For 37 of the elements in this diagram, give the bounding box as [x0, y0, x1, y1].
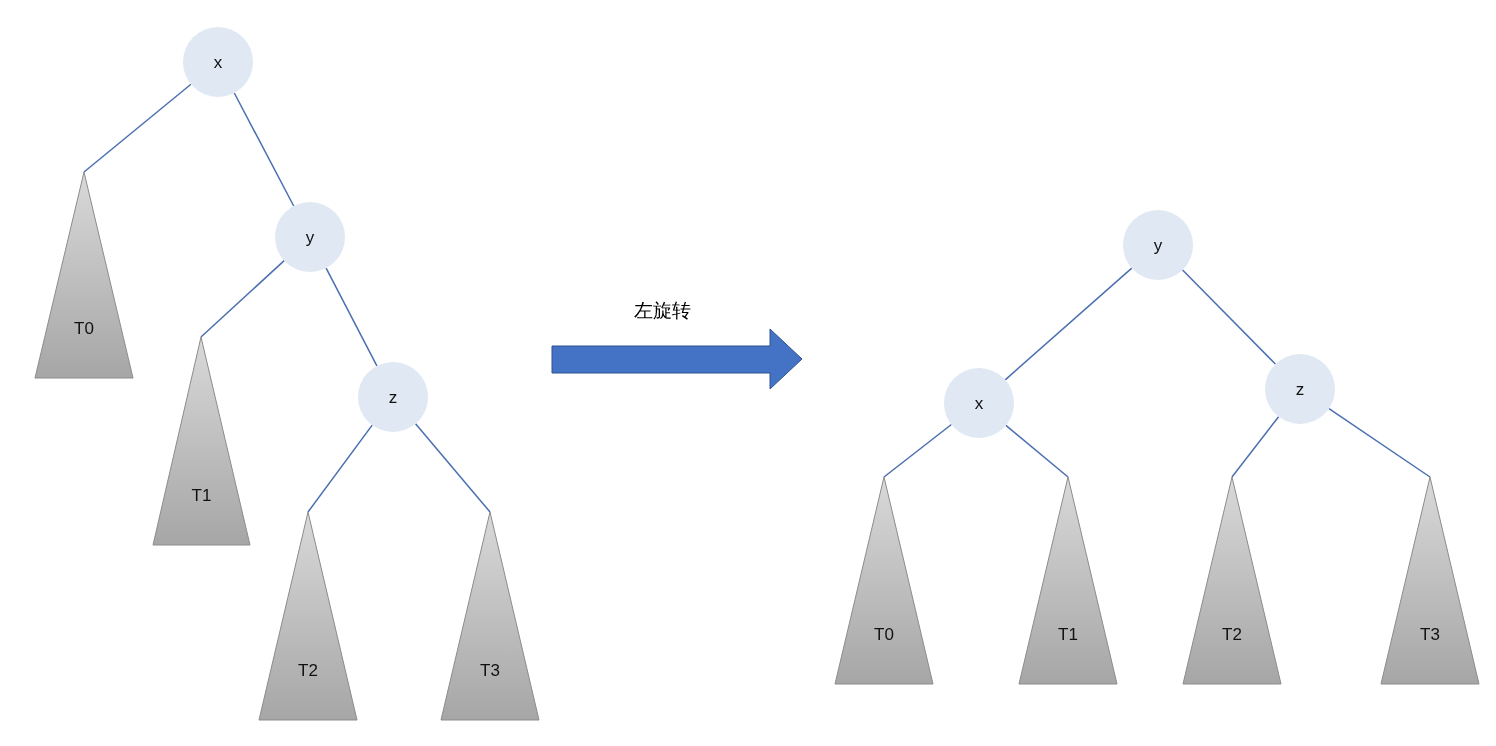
tree-edge — [325, 267, 378, 367]
tree-edge — [414, 423, 491, 513]
node-label: T2 — [298, 662, 318, 679]
tree-edge — [83, 83, 192, 173]
subtree-triangle — [153, 337, 250, 545]
tree-node-circle — [1265, 354, 1335, 424]
node-label: T1 — [1058, 626, 1078, 643]
subtree-triangle — [1019, 477, 1117, 684]
subtree-triangle — [1381, 477, 1479, 684]
node-label: z — [388, 388, 398, 406]
tree-edge — [1181, 269, 1277, 365]
node-label: x — [974, 394, 984, 412]
tree-edge — [200, 259, 285, 338]
tree-edge — [883, 423, 953, 478]
tree-edge — [233, 92, 295, 207]
subtree-triangle — [1183, 477, 1281, 684]
node-label: y — [305, 228, 315, 246]
node-label: T3 — [1420, 626, 1440, 643]
node-label: T2 — [1222, 626, 1242, 643]
node-label: T0 — [874, 626, 894, 643]
tree-node-circle — [1123, 210, 1193, 280]
subtree-triangle — [835, 477, 933, 684]
tree-edge — [1328, 407, 1431, 478]
node-label: T3 — [480, 662, 500, 679]
tree-edge — [1231, 415, 1280, 478]
subtree-triangle — [441, 512, 539, 720]
node-label: T1 — [191, 487, 212, 504]
node-label: T0 — [74, 320, 94, 337]
tree-edge — [1004, 267, 1133, 381]
tree-edge — [1005, 424, 1069, 478]
node-label: x — [213, 53, 223, 71]
tree-edge — [307, 424, 373, 513]
node-label: z — [1295, 380, 1305, 398]
subtree-triangle — [259, 512, 357, 720]
subtree-triangle — [35, 172, 133, 378]
tree-node-circle — [275, 202, 345, 272]
node-label: y — [1153, 236, 1163, 254]
